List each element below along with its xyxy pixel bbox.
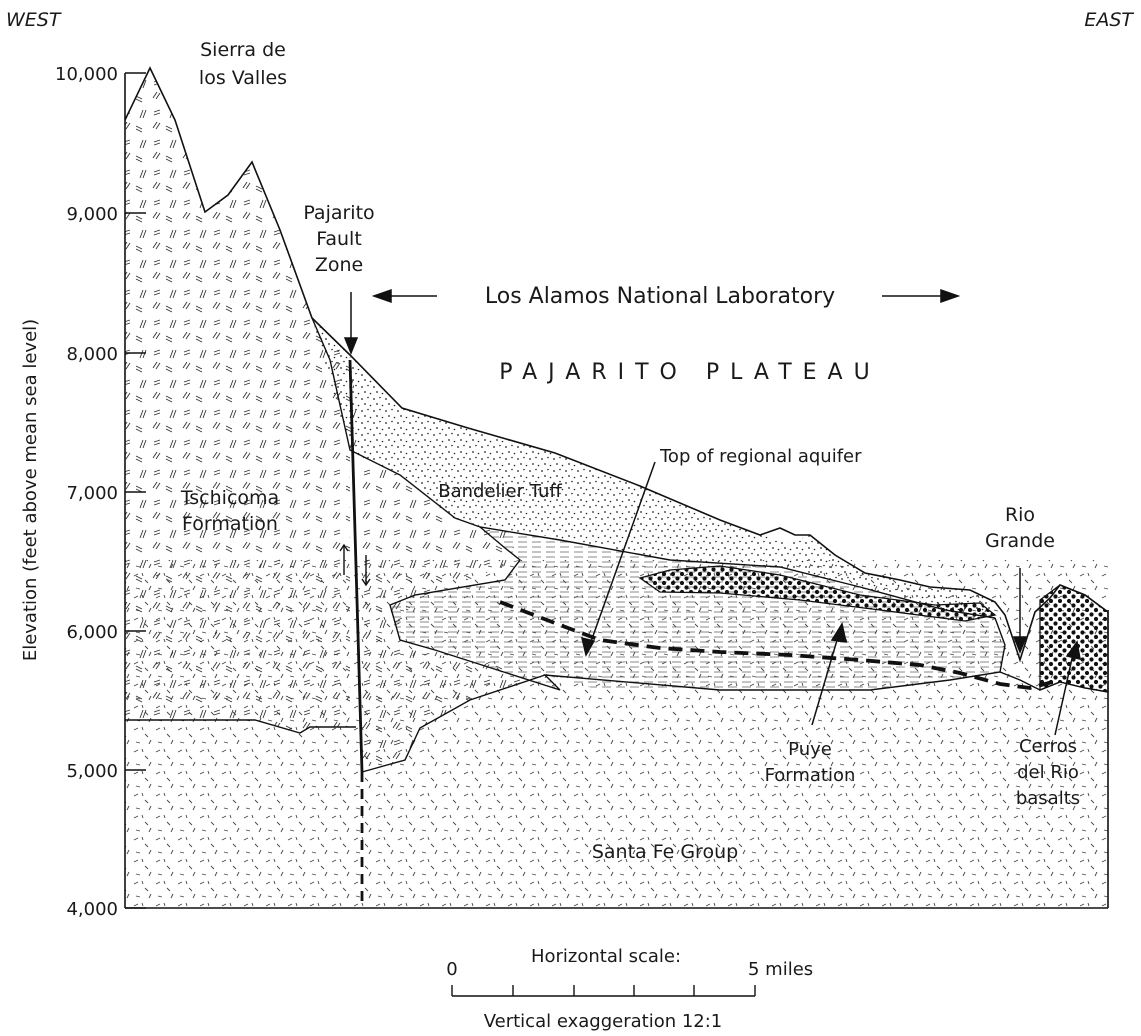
y-tick-label-5000: 5,000 xyxy=(66,761,118,782)
vertical-exaggeration-label: Vertical exaggeration 12:1 xyxy=(484,1011,723,1032)
y-tick-label-8000: 8,000 xyxy=(66,344,118,365)
y-tick-label-7000: 7,000 xyxy=(66,483,118,504)
sierra-label-line2: los Valles xyxy=(199,67,287,89)
rio-grande-label-line1: Rio xyxy=(1005,504,1035,526)
lab-label: Los Alamos National Laboratory xyxy=(485,284,835,309)
rio-grande-label-line2: Grande xyxy=(985,530,1055,552)
y-tick-label-4000: 4,000 xyxy=(66,899,118,920)
tschicoma-label-line1: Tschicoma xyxy=(180,487,279,509)
puye-label-line1: Puye xyxy=(788,739,832,760)
cerros-label-line1: Cerros xyxy=(1019,736,1077,757)
east-label: EAST xyxy=(1084,9,1134,31)
tschicoma-formation-unit xyxy=(125,68,350,733)
sierra-label-line1: Sierra de xyxy=(200,39,286,61)
cerros-label-line3: basalts xyxy=(1016,788,1080,809)
plateau-label: PAJARITO PLATEAU xyxy=(499,360,880,385)
puye-label-line2: Formation xyxy=(765,765,856,786)
fault-label-line3: Zone xyxy=(315,254,363,276)
santa-fe-label: Santa Fe Group xyxy=(592,841,738,863)
fault-label-line2: Fault xyxy=(316,228,362,250)
tschicoma-label-line2: Formation xyxy=(182,513,278,535)
fault-label-line1: Pajarito xyxy=(303,202,374,224)
west-label: WEST xyxy=(6,9,62,31)
y-axis-title: Elevation (feet above mean sea level) xyxy=(20,319,41,661)
scale-bar xyxy=(452,985,755,996)
aquifer-label: Top of regional aquifer xyxy=(659,446,862,467)
cerros-label-line2: del Rio xyxy=(1017,762,1079,783)
scale-end-label: 5 miles xyxy=(748,959,813,980)
y-tick-label-6000: 6,000 xyxy=(66,622,118,643)
y-tick-label-10000: 10,000 xyxy=(55,64,118,85)
bandelier-label: Bandelier Tuff xyxy=(438,481,562,502)
scale-zero-label: 0 xyxy=(446,959,457,980)
y-tick-label-9000: 9,000 xyxy=(66,204,118,225)
scale-title: Horizontal scale: xyxy=(531,946,681,967)
